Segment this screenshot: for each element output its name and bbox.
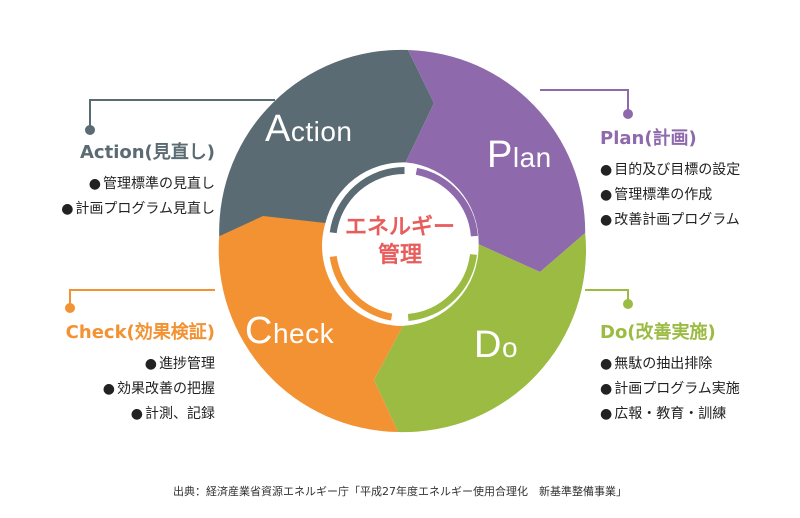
ring-action (329, 167, 405, 234)
list-item: 目的及び目標の設定 (600, 158, 740, 183)
list-do: 無駄の抽出排除 計画プログラム実施 広報・教育・訓練 (600, 352, 740, 427)
list-item: 無駄の抽出排除 (600, 352, 740, 377)
list-item: 改善計画プログラム (600, 208, 740, 233)
list-item: 進捗管理 (66, 352, 215, 377)
panel-title-plan: Plan(計画) (600, 128, 697, 149)
source-citation: 出典：経済産業省資源エネルギー庁「平成27年度エネルギー使用合理化 新基準整備事… (173, 485, 627, 498)
list-item: 効果改善の把握 (66, 377, 215, 402)
segment-check (218, 216, 403, 432)
segment-do (374, 233, 587, 433)
panel-check: Check(効果検証) 進捗管理 効果改善の把握 計測、記録 (66, 318, 215, 427)
list-item: 管理標準の見直し (61, 172, 215, 197)
list-item: 管理標準の作成 (600, 183, 740, 208)
panel-action: Action(見直し) 管理標準の見直し 計画プログラム見直し (61, 138, 215, 222)
list-item: 計画プログラム見直し (61, 197, 215, 222)
list-action: 管理標準の見直し 計画プログラム見直し (61, 172, 215, 222)
stage-label-plan: Plan (487, 134, 552, 176)
panel-title-do: Do(改善実施) (600, 322, 716, 343)
list-plan: 目的及び目標の設定 管理標準の作成 改善計画プログラム (600, 158, 740, 233)
connector-action (85, 99, 275, 135)
center-title-line1: エネルギー (344, 215, 455, 240)
segment-action (219, 49, 434, 237)
panel-title-check: Check(効果検証) (65, 322, 215, 343)
stage-label-action: Action (265, 108, 353, 150)
list-check: 進捗管理 効果改善の把握 計測、記録 (66, 352, 215, 427)
ring-do (407, 254, 477, 321)
panel-title-action: Action(見直し) (79, 142, 215, 163)
segment-plan (405, 50, 586, 272)
connector-do (585, 289, 633, 309)
panel-plan: Plan(計画) 目的及び目標の設定 管理標準の作成 改善計画プログラム (600, 124, 740, 233)
panel-do: Do(改善実施) 無駄の抽出排除 計画プログラム実施 広報・教育・訓練 (600, 318, 740, 427)
list-item: 計測、記録 (66, 402, 215, 427)
list-item: 広報・教育・訓練 (600, 402, 740, 427)
connector-plan (540, 89, 633, 119)
center-title: エネルギー 管理 (330, 214, 470, 270)
stage-label-do: Do (474, 324, 519, 366)
ring-plan (415, 167, 478, 237)
ring-check (329, 255, 393, 321)
center-title-line2: 管理 (377, 243, 422, 268)
stage-label-check: Check (245, 310, 335, 352)
list-item: 計画プログラム実施 (600, 377, 740, 402)
connector-check (65, 289, 215, 313)
